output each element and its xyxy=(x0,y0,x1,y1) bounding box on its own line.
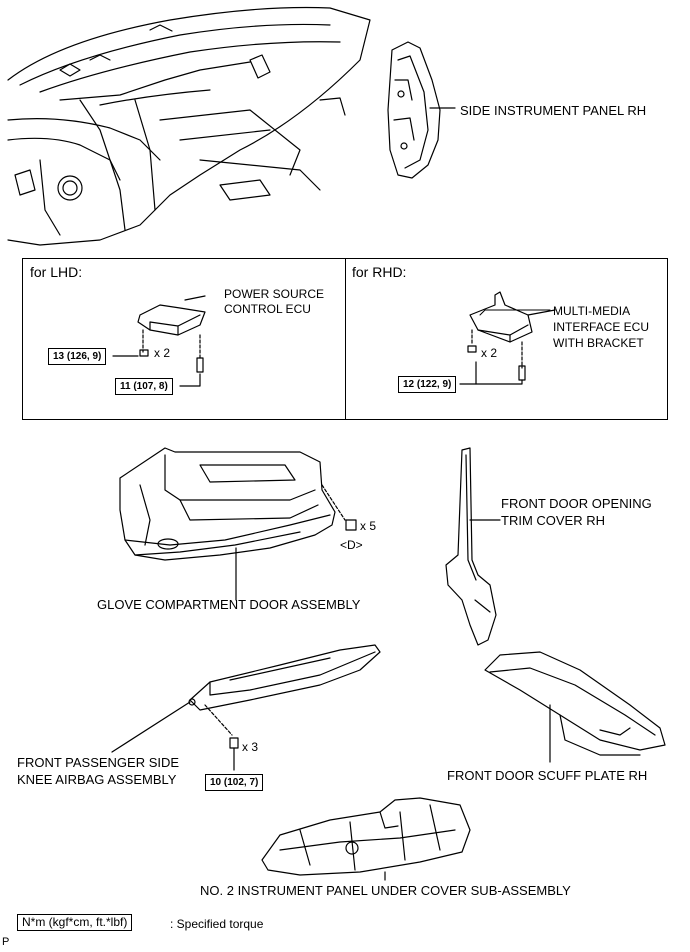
instrument-panel-drawing xyxy=(7,6,371,246)
scuff-plate-drawing xyxy=(484,651,666,763)
glove-compartment-label: GLOVE COMPARTMENT DOOR ASSEMBLY xyxy=(97,597,361,612)
under-cover-label: NO. 2 INSTRUMENT PANEL UNDER COVER SUB-A… xyxy=(200,883,571,898)
airbag-screw-count: x 3 xyxy=(242,740,259,754)
power-source-ecu-label-2: CONTROL ECU xyxy=(224,302,311,316)
multimedia-ecu-label-2: INTERFACE ECU xyxy=(553,320,650,334)
leader-lines xyxy=(479,309,551,316)
torque-box-airbag-bolt: 10 (102, 7) xyxy=(205,774,264,791)
torque-legend-box: N*m (kgf*cm, ft.*lbf) xyxy=(17,914,133,931)
lhd-panel xyxy=(22,258,346,420)
knee-airbag-drawing xyxy=(111,644,381,771)
torque-box-rhd-bolt: 12 (122, 9) xyxy=(398,376,457,393)
glove-compartment-drawing xyxy=(119,447,357,601)
under-cover-drawing xyxy=(261,797,471,881)
power-source-ecu-drawing xyxy=(112,295,206,387)
multimedia-ecu-label-1: MULTI-MEDIA xyxy=(553,304,631,318)
side-instrument-panel-label: SIDE INSTRUMENT PANEL RH xyxy=(460,103,647,118)
door-trim-label-1: FRONT DOOR OPENING xyxy=(501,496,652,511)
door-trim-cover-drawing xyxy=(445,447,501,646)
lhd-nut-count: x 2 xyxy=(154,346,171,360)
side-instrument-panel-drawing xyxy=(387,41,456,179)
d-marker: <D> xyxy=(340,538,363,552)
torque-box-lhd-bolt: 11 (107, 8) xyxy=(115,378,173,395)
glove-screw-count: x 5 xyxy=(360,519,377,533)
corner-marker: P xyxy=(2,936,10,948)
rhd-heading: for RHD: xyxy=(352,264,407,280)
torque-legend-text: : Specified torque xyxy=(170,917,264,931)
rhd-panel xyxy=(345,258,668,420)
lhd-heading: for LHD: xyxy=(30,264,83,280)
multimedia-ecu-label-3: WITH BRACKET xyxy=(553,336,644,350)
rhd-nut-count: x 2 xyxy=(481,346,498,360)
power-source-ecu-label-1: POWER SOURCE xyxy=(224,287,325,301)
scuff-plate-label: FRONT DOOR SCUFF PLATE RH xyxy=(447,768,648,783)
knee-airbag-label-1: FRONT PASSENGER SIDE xyxy=(17,755,180,770)
torque-box-lhd-nut: 13 (126, 9) xyxy=(48,348,107,365)
knee-airbag-label-2: KNEE AIRBAG ASSEMBLY xyxy=(17,772,177,787)
door-trim-label-2: TRIM COVER RH xyxy=(501,513,605,528)
